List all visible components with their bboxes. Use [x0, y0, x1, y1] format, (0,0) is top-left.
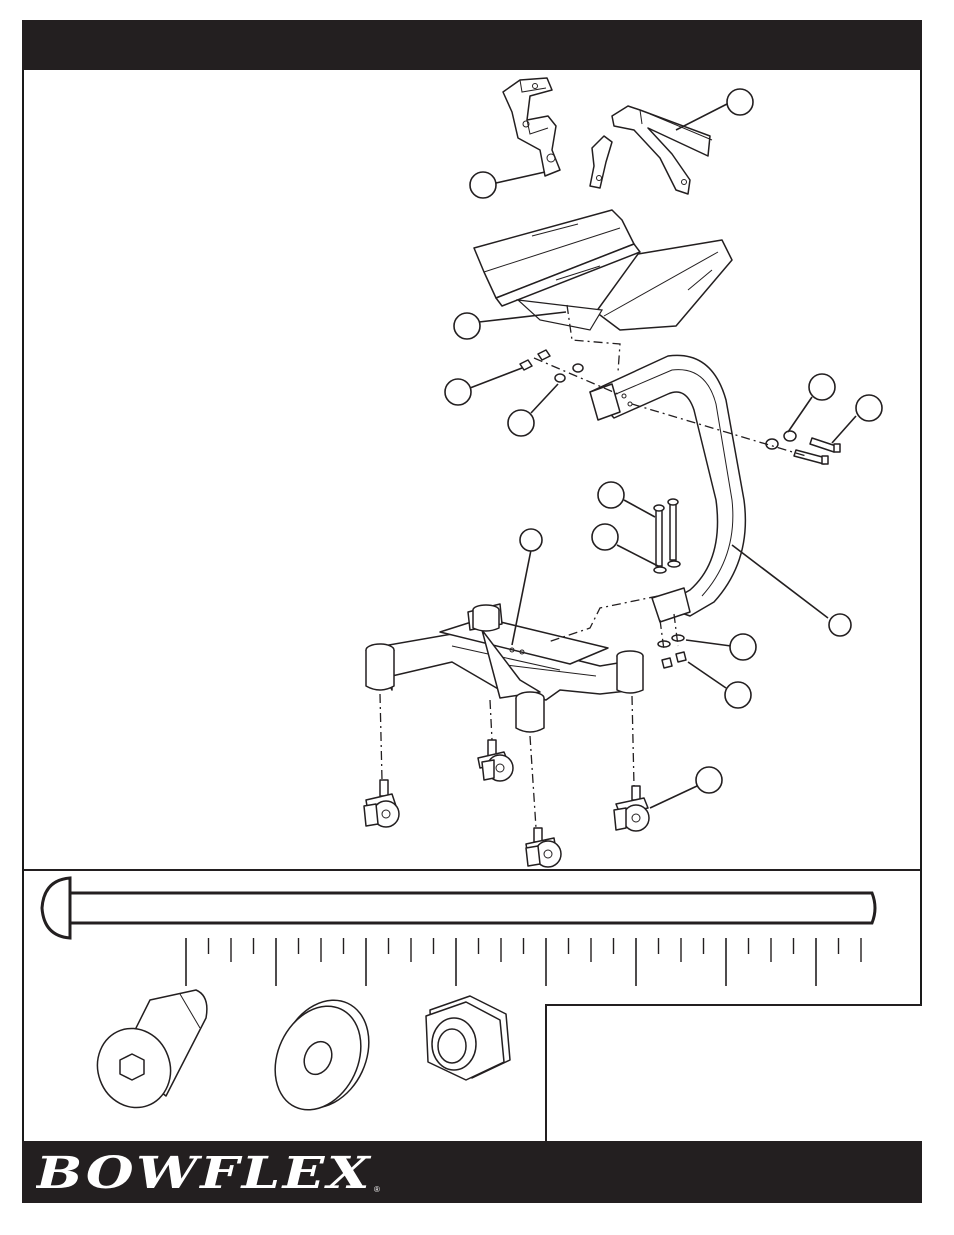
caster-front-left [364, 780, 399, 827]
bracket-part [503, 78, 560, 176]
callout-bracket [470, 172, 496, 198]
callout-nut-top [445, 379, 471, 405]
lock-nut-icon [426, 996, 510, 1080]
registered-mark: ® [374, 1185, 380, 1194]
callout-tray [454, 313, 480, 339]
base-part [366, 604, 643, 732]
strap-part [590, 106, 712, 194]
tray-part [474, 210, 732, 330]
callout-bolt-vertical [598, 482, 624, 508]
assembly-guide-lines [380, 305, 806, 828]
caster-front-center [526, 828, 561, 867]
callout-washer-vertical [592, 524, 618, 550]
callout-bolt-right [856, 395, 882, 421]
assembly-hardware [520, 350, 840, 668]
ruler-ticks [186, 938, 861, 986]
flat-washer-icon [259, 985, 386, 1123]
callout-base [520, 529, 542, 551]
socket-head-bolt-icon [86, 990, 206, 1118]
bowflex-logo: BOWFLEX ® [36, 1148, 386, 1198]
callout-washer-right [809, 374, 835, 400]
callout-washer-top [508, 410, 534, 436]
caster-back-left [478, 740, 513, 781]
callout-washer-bottom [730, 634, 756, 660]
callout-caster [696, 767, 722, 793]
ruler-bolt [42, 878, 875, 938]
callout-nut-bottom [725, 682, 751, 708]
callout-upright [829, 614, 851, 636]
brand-logo-text: BOWFLEX [36, 1148, 372, 1198]
callout-strap [727, 89, 753, 115]
caster-front-right [614, 786, 649, 831]
